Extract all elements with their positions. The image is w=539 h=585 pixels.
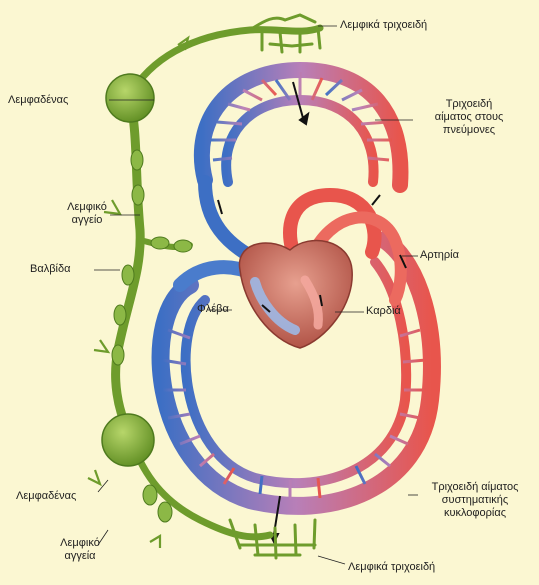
- label-valve: Βαλβίδα: [30, 263, 70, 276]
- lung-capillary-bed: [202, 70, 401, 185]
- lymph-node-bottom: [102, 414, 154, 466]
- label-lymph-vessel-lower: Λεμφικό αγγεία: [50, 537, 110, 563]
- label-artery: Αρτηρία: [420, 249, 459, 262]
- lymph-node-top: [106, 74, 154, 122]
- label-lymph-node-bottom: Λεμφαδένας: [16, 490, 76, 503]
- label-lymph-vessel-upper: Λεμφικό αγγείο: [58, 201, 116, 227]
- label-lymph-capillaries-bottom: Λεμφικά τριχοειδή: [348, 561, 435, 574]
- label-heart: Καρδιά: [366, 305, 401, 318]
- label-lymph-capillaries-top: Λεμφικά τριχοειδή: [340, 19, 427, 32]
- label-lymph-node-top: Λεμφαδένας: [8, 94, 68, 107]
- label-lung-capillaries: Τριχοειδή αίματος στους πνεύμονες: [414, 98, 524, 137]
- label-systemic-capillaries: Τριχοειδή αίματος συστηματικής κυκλοφορί…: [414, 481, 536, 520]
- heart: [239, 240, 352, 348]
- label-vein: Φλέβα: [197, 303, 229, 316]
